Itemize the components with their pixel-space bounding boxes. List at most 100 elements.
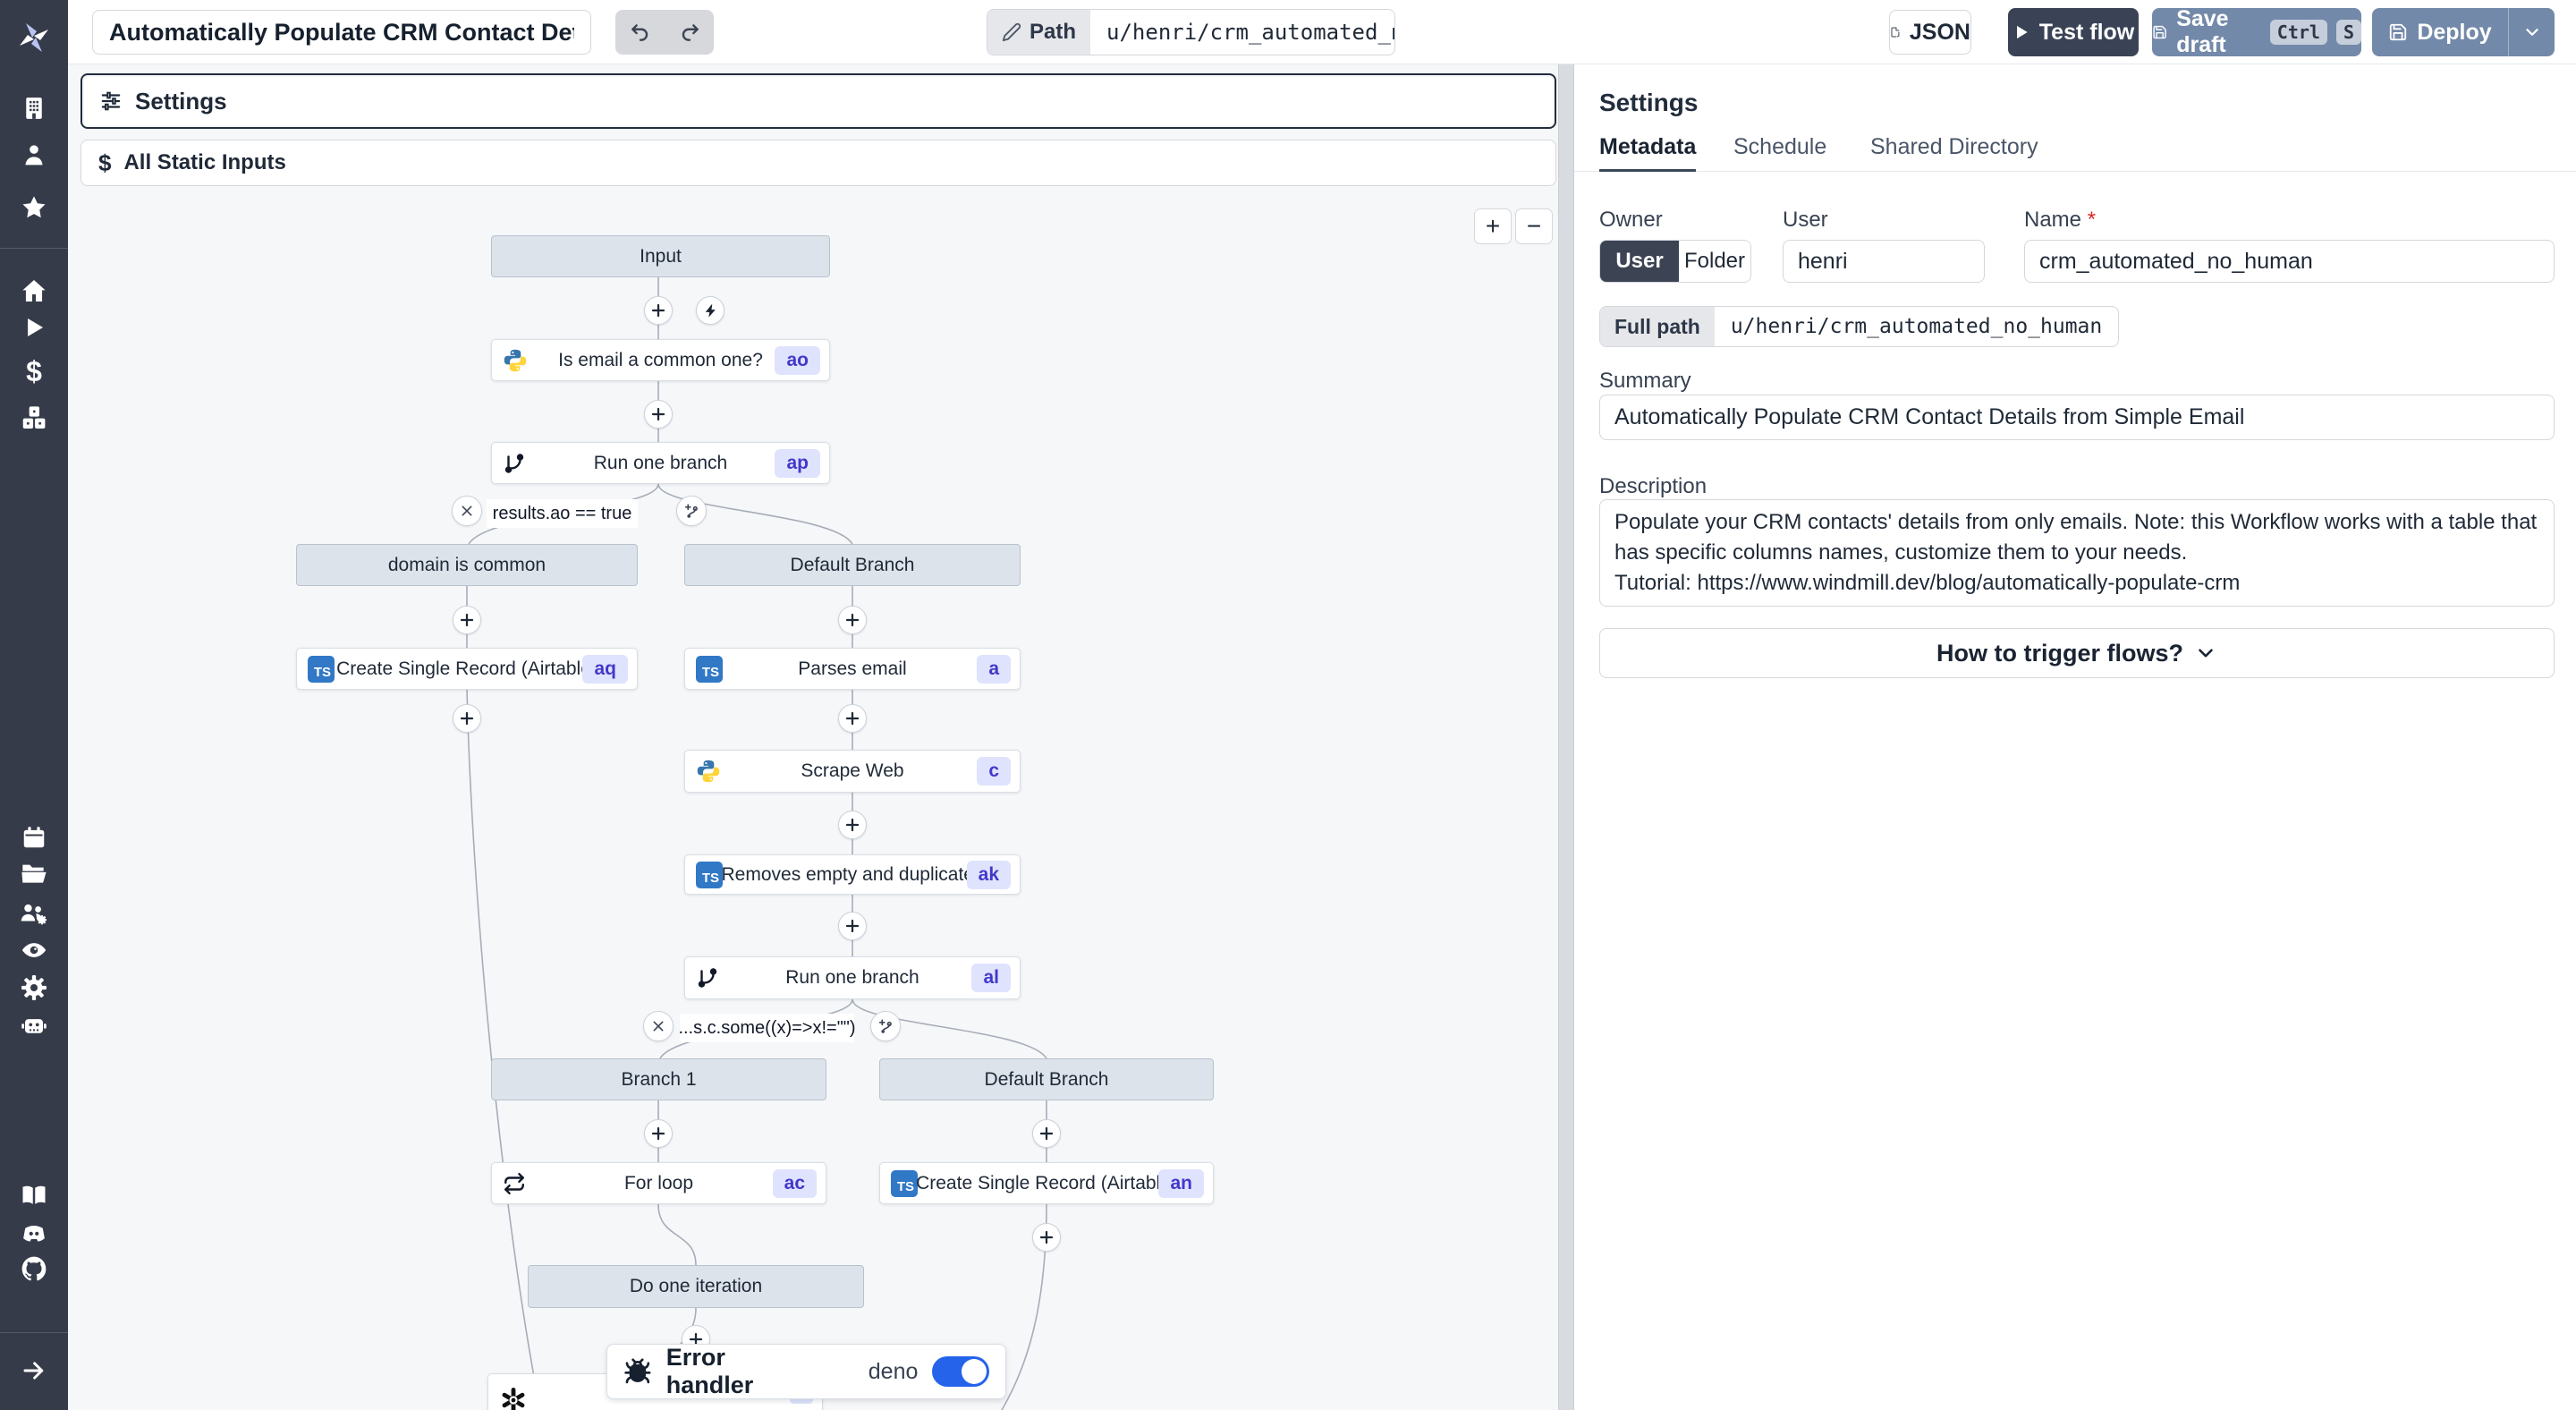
sidebar-item-docs[interactable] (0, 1176, 68, 1215)
owner-user-button[interactable]: User (1600, 241, 1679, 282)
tab-schedule[interactable]: Schedule (1733, 134, 1826, 172)
plus-icon (651, 1126, 665, 1141)
save-draft-button[interactable]: Save draft Ctrl S (2152, 6, 2361, 57)
sidebar-item-github[interactable] (0, 1249, 68, 1288)
how-to-trigger-button[interactable]: How to trigger flows? (1599, 628, 2555, 678)
windmill-logo[interactable] (0, 16, 68, 59)
description-label: Description (1599, 474, 1707, 498)
sidebar-item-resources[interactable] (0, 398, 68, 437)
sidebar-item-workspace[interactable] (0, 89, 68, 128)
sidebar-divider (0, 248, 68, 249)
undo-button[interactable] (615, 10, 665, 55)
node-create-record-1[interactable]: TS Create Single Record (Airtable) aq (296, 648, 638, 690)
node-id-badge: ak (966, 860, 1011, 889)
owner-user-input[interactable] (1783, 240, 1985, 283)
add-step-button[interactable] (453, 704, 481, 733)
description-text: Populate your CRM contacts' details from… (1614, 510, 2538, 565)
flow-name-input[interactable] (2024, 240, 2555, 283)
sidebar-expand-button[interactable] (0, 1351, 68, 1390)
flow-canvas[interactable]: Settings $ All Static Inputs + − Input I… (68, 64, 1558, 1410)
typescript-icon: TS (696, 861, 723, 888)
sidebar-item-user[interactable] (0, 135, 68, 174)
full-path-field: Full path u/henri/crm_automated_no_human (1599, 306, 2120, 347)
node-input[interactable]: Input (491, 235, 830, 277)
add-step-button[interactable] (453, 606, 481, 634)
error-handler-card[interactable]: Error handler deno (606, 1344, 1006, 1399)
sidebar-item-groups[interactable] (0, 894, 68, 933)
sidebar-item-favorites[interactable] (0, 188, 68, 227)
add-step-button[interactable] (644, 400, 673, 429)
sidebar-item-audit-logs[interactable] (0, 930, 68, 970)
zoom-in-button[interactable]: + (1474, 208, 1512, 244)
add-step-button[interactable] (1032, 1223, 1061, 1252)
redo-button[interactable] (665, 10, 714, 55)
error-handler-toggle[interactable] (932, 1356, 989, 1387)
sidebar-item-variables[interactable]: $ (0, 352, 68, 391)
description-textarea[interactable]: Populate your CRM contacts' details from… (1599, 499, 2555, 607)
node-id-badge: an (1158, 1168, 1204, 1198)
node-removes-empty[interactable]: TS Removes empty and duplicates ak (684, 854, 1021, 895)
node-scrape-web[interactable]: Scrape Web c (684, 750, 1021, 793)
name-label: Name * (2024, 208, 2096, 233)
node-for-loop[interactable]: For loop ac (491, 1162, 826, 1204)
add-branch-button[interactable] (676, 496, 707, 526)
node-run-one-branch-1[interactable]: Run one branch ap (491, 442, 830, 484)
add-step-button[interactable] (838, 606, 867, 634)
node-label: Create Single Record (Airtable) (336, 658, 597, 679)
sidebar-item-home[interactable] (0, 271, 68, 310)
deploy-button[interactable]: Deploy (2372, 8, 2555, 56)
add-step-button[interactable] (1032, 1119, 1061, 1148)
add-step-button[interactable] (644, 1119, 673, 1148)
node-default-branch-2[interactable]: Default Branch (879, 1058, 1214, 1100)
sidebar-item-discord[interactable] (0, 1212, 68, 1252)
add-step-button[interactable] (838, 912, 867, 940)
tab-shared-directory[interactable]: Shared Directory (1870, 134, 2038, 172)
plus-icon (1039, 1126, 1054, 1141)
zoom-in-label: + (1485, 212, 1501, 240)
node-run-one-branch-2[interactable]: Run one branch al (684, 956, 1021, 999)
test-flow-button[interactable]: Test flow (2008, 8, 2139, 56)
undo-redo-group (615, 10, 714, 55)
node-default-branch-1[interactable]: Default Branch (684, 544, 1021, 586)
node-is-email-common[interactable]: Is email a common one? ao (491, 339, 830, 381)
branch-condition-label[interactable]: ...s.c.some((x)=>x!="") (678, 1014, 856, 1042)
add-branch-button[interactable] (870, 1011, 901, 1041)
dollar-icon: $ (98, 149, 112, 176)
add-step-button[interactable] (838, 704, 867, 733)
json-button[interactable]: JSON (1889, 10, 1971, 55)
owner-label: Owner (1599, 208, 1663, 232)
sidebar-item-ai[interactable] (0, 1006, 68, 1045)
add-step-button[interactable] (644, 296, 673, 325)
tab-metadata[interactable]: Metadata (1599, 134, 1697, 172)
branch-condition-label[interactable]: results.ao == true (487, 499, 638, 528)
node-do-one-iteration[interactable]: Do one iteration (528, 1265, 864, 1308)
deploy-dropdown-button[interactable] (2508, 8, 2555, 56)
remove-branch-button[interactable] (643, 1011, 674, 1041)
panel-resize-handle[interactable] (1558, 64, 1574, 1410)
path-value[interactable]: u/henri/crm_automated_no_human (1106, 20, 1394, 45)
sidebar-item-folders[interactable] (0, 854, 68, 893)
trigger-button[interactable] (696, 296, 724, 325)
flow-settings-bar-label: Settings (135, 87, 227, 115)
remove-branch-button[interactable] (452, 496, 482, 526)
sidebar-item-schedules[interactable] (0, 818, 68, 857)
flow-title-input[interactable] (92, 10, 591, 55)
flow-settings-bar[interactable]: Settings (80, 73, 1556, 129)
summary-input[interactable] (1599, 395, 2555, 440)
add-step-button[interactable] (838, 811, 867, 839)
path-label: Path (1030, 20, 1077, 44)
path-field[interactable]: Path u/henri/crm_automated_no_human (987, 9, 1396, 55)
plus-icon (845, 711, 860, 726)
sidebar-item-runs[interactable] (0, 308, 68, 347)
sidebar-item-settings[interactable] (0, 968, 68, 1007)
plus-icon (460, 711, 474, 726)
node-create-record-2[interactable]: TS Create Single Record (Airtable) an (879, 1162, 1214, 1204)
node-branch-1[interactable]: Branch 1 (491, 1058, 826, 1100)
node-parses-email[interactable]: TS Parses email a (684, 648, 1021, 690)
full-path-value[interactable]: u/henri/crm_automated_no_human (1730, 315, 2103, 338)
all-static-inputs-bar[interactable]: $ All Static Inputs (80, 140, 1556, 186)
save-icon (2153, 25, 2166, 39)
owner-folder-button[interactable]: Folder (1679, 241, 1750, 282)
zoom-out-button[interactable]: − (1515, 208, 1553, 244)
node-branch-domain-common[interactable]: domain is common (296, 544, 638, 586)
